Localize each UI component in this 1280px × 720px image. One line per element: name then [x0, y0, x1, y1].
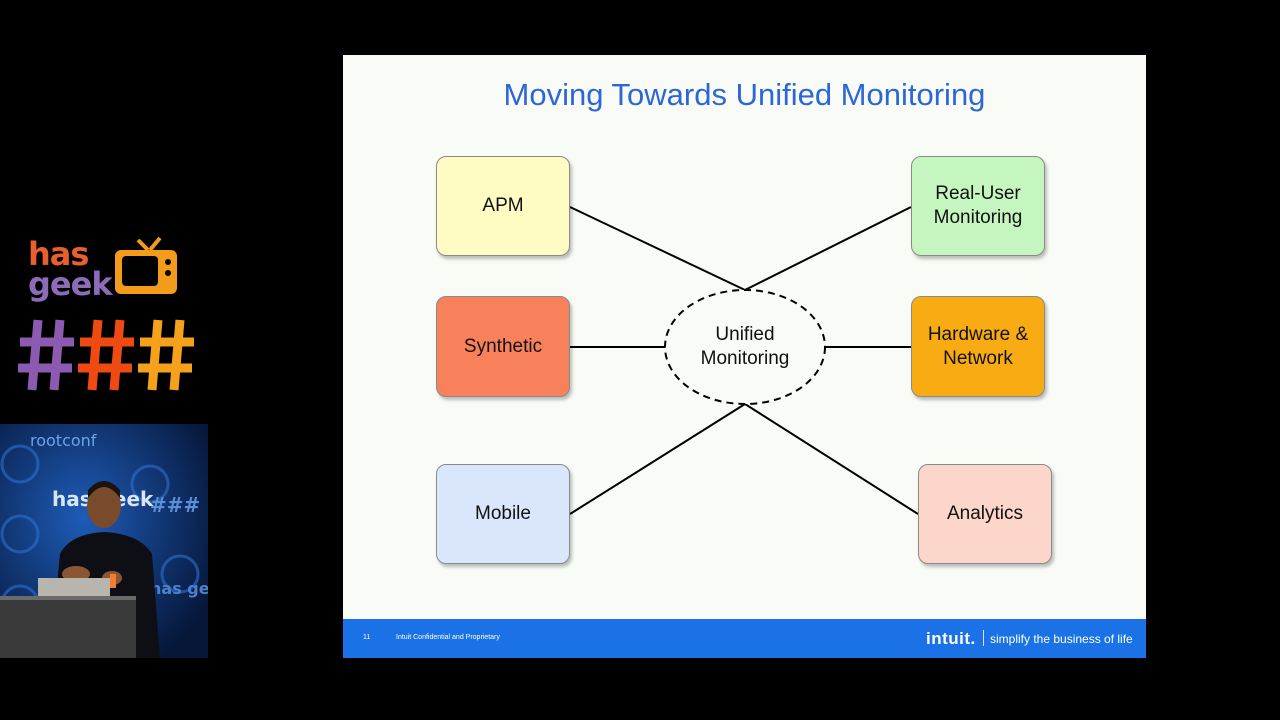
intuit-logo: intuit.: [926, 629, 976, 648]
node-apm-label: APM: [482, 195, 524, 216]
connector-apm: [569, 206, 746, 291]
slide-page-number: 11: [363, 634, 371, 641]
connector-analytics: [744, 403, 919, 515]
intuit-tagline: simplify the business of life: [990, 632, 1133, 646]
confidential-notice: Intuit Confidential and Proprietary: [396, 634, 500, 641]
node-mobile: Mobile: [436, 464, 570, 564]
svg-text:has geek: has geek: [150, 579, 208, 598]
svg-text:rootconf: rootconf: [30, 431, 97, 450]
node-synthetic-label: Synthetic: [463, 335, 543, 357]
tv-icon: [115, 236, 177, 294]
node-hardware-label-line2: Network: [943, 347, 1013, 369]
hub-label-line1: Unified: [715, 324, 775, 345]
node-analytics: Analytics: [918, 464, 1052, 564]
hash-icons: [18, 319, 194, 391]
node-mobile-label: Mobile: [475, 503, 531, 524]
speaker-video: rootconf ### has geek has geek: [0, 424, 208, 658]
hub-label-line2: Monitoring: [700, 348, 790, 369]
connector-lines: [569, 206, 919, 515]
slide-title: Moving Towards Unified Monitoring: [503, 77, 986, 112]
hasgeek-logo-geek: geek: [28, 265, 113, 303]
node-analytics-label: Analytics: [946, 503, 1024, 524]
node-rum-label-line1: Real-User: [935, 183, 1021, 204]
presentation-slide: Moving Towards Unified Monitoring Unifie…: [343, 55, 1146, 658]
node-hardware-network: Hardware & Network: [911, 296, 1045, 397]
hash-marks: [18, 316, 198, 399]
node-synthetic: Synthetic: [436, 296, 570, 397]
slide-footer: 11 Intuit Confidential and Proprietary i…: [343, 619, 1146, 658]
connector-mobile: [569, 403, 746, 515]
speaker-video-frame: rootconf ### has geek has geek: [0, 424, 208, 658]
hub-unified-monitoring: Unified Monitoring: [665, 290, 825, 404]
hasgeek-logo-has: has: [28, 235, 89, 273]
hub-outline: [664, 289, 826, 405]
node-real-user-monitoring: Real-User Monitoring: [911, 156, 1045, 256]
node-rum-label-line2: Monitoring: [933, 207, 1023, 228]
node-hardware-label-line1: Hardware &: [927, 323, 1029, 345]
connector-rum: [744, 206, 912, 291]
node-apm: APM: [436, 156, 570, 256]
svg-text:###: ###: [150, 493, 200, 517]
footer-divider: [983, 630, 984, 646]
